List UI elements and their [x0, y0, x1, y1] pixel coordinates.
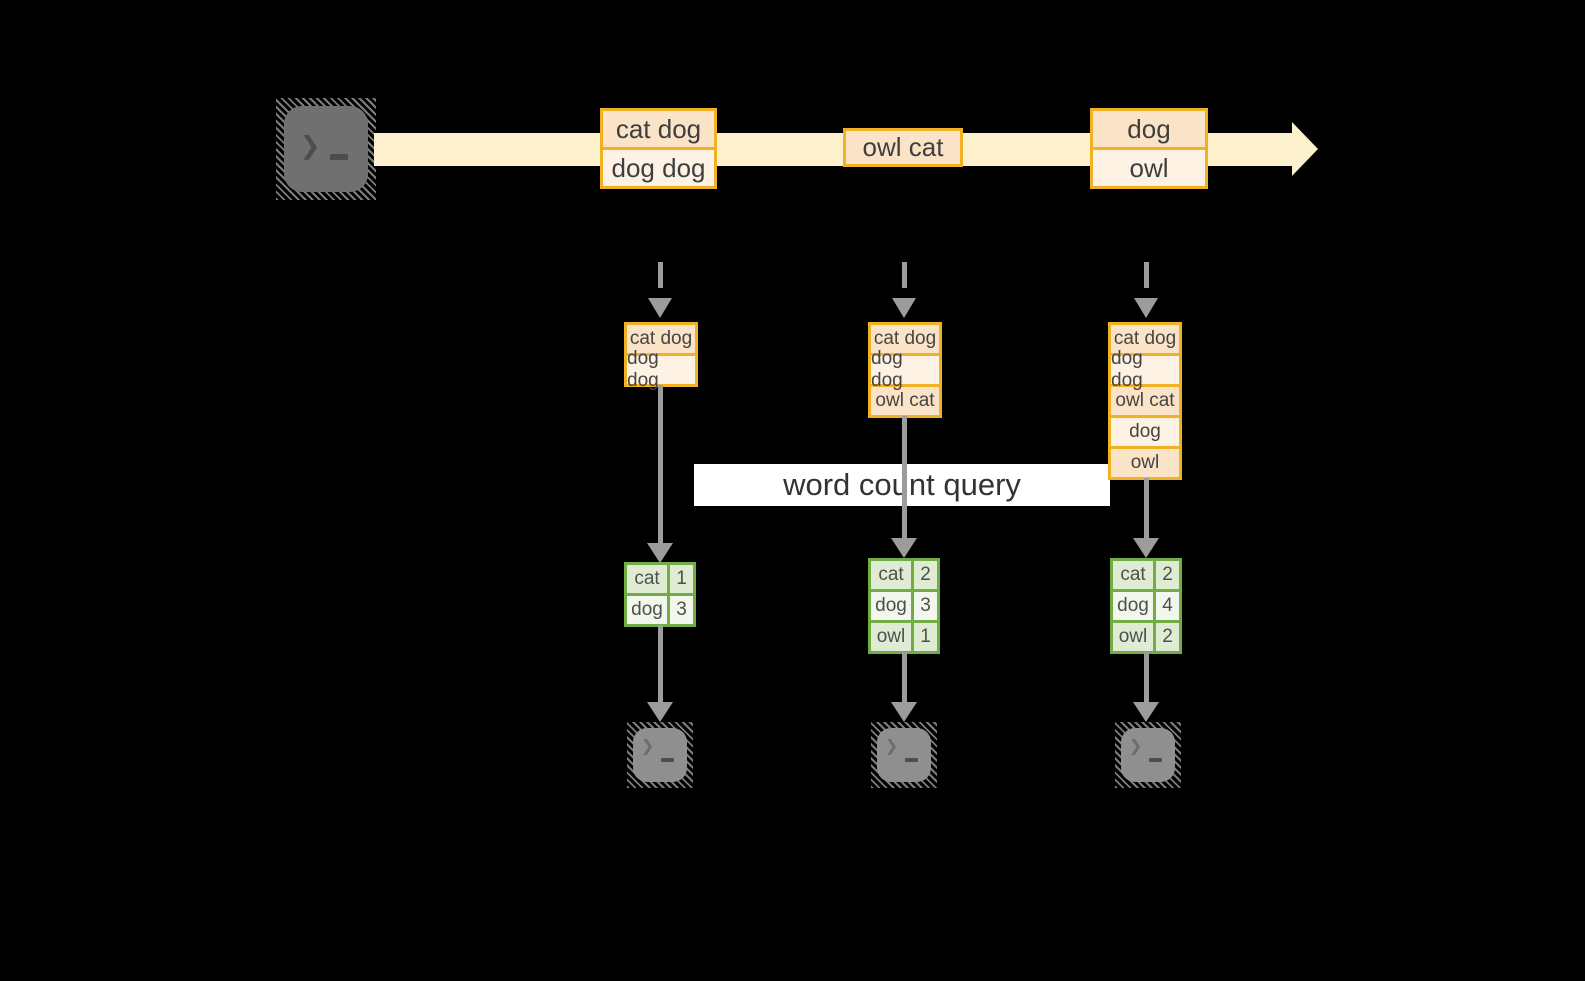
terminal-cursor-icon	[905, 758, 918, 762]
consumer-1-count-table: cat 1 dog 3	[624, 562, 696, 627]
output-terminal-icon: ❯	[627, 722, 693, 788]
buffer-row: owl cat	[871, 384, 939, 415]
word-cell: owl	[1113, 623, 1156, 651]
table-row: owl 2	[1113, 620, 1179, 651]
dashed-arrowhead-icon	[1134, 298, 1158, 318]
arrowhead-icon	[647, 543, 673, 563]
output-terminal-icon: ❯	[871, 722, 937, 788]
arrowhead-icon	[891, 538, 917, 558]
table-row: dog 3	[627, 593, 693, 624]
consumer-3-count-table: cat 2 dog 4 owl 2	[1110, 558, 1182, 654]
terminal-body: ❯	[1121, 728, 1175, 782]
dashed-arrowhead-icon	[648, 298, 672, 318]
count-cell: 2	[1156, 561, 1179, 589]
record-row: owl cat	[846, 131, 960, 164]
count-cell: 2	[1156, 623, 1179, 651]
buffer-row: dog	[1111, 415, 1179, 446]
buffer-row: owl	[1111, 446, 1179, 477]
terminal-prompt-icon: ❯	[885, 734, 899, 759]
producer-terminal-icon: ❯	[276, 98, 376, 200]
count-cell: 2	[914, 561, 937, 589]
terminal-cursor-icon	[330, 154, 348, 160]
dashed-arrow-shaft	[658, 262, 663, 288]
record-row: dog dog	[603, 147, 714, 186]
arrowhead-icon	[1133, 702, 1159, 722]
word-cell: cat	[1113, 561, 1156, 589]
dashed-arrowhead-icon	[892, 298, 916, 318]
table-row: dog 3	[871, 589, 937, 620]
output-terminal-icon: ❯	[1115, 722, 1181, 788]
count-cell: 1	[914, 623, 937, 651]
stream-record-3: dog owl	[1090, 108, 1208, 189]
terminal-body: ❯	[877, 728, 931, 782]
table-row: cat 1	[627, 565, 693, 593]
arrow-shaft	[902, 416, 907, 538]
count-cell: 1	[670, 565, 693, 593]
buffer-row: dog dog	[627, 348, 695, 391]
consumer-2-buffer: cat dog dog dog owl cat	[868, 322, 942, 418]
table-row: dog 4	[1113, 589, 1179, 620]
count-cell: 4	[1156, 592, 1179, 620]
record-row: owl	[1093, 147, 1205, 186]
consumer-1-buffer: cat dog dog dog	[624, 322, 698, 391]
consumer-3-buffer: cat dog dog dog owl cat dog owl	[1108, 322, 1182, 480]
word-cell: cat	[871, 561, 914, 589]
record-row: dog	[1093, 111, 1205, 147]
record-row: cat dog	[603, 111, 714, 147]
buffer-row: cat dog	[871, 325, 939, 353]
dashed-arrow-shaft	[902, 262, 907, 288]
word-cell: cat	[627, 565, 670, 593]
arrow-shaft	[1144, 652, 1149, 702]
arrowhead-icon	[1133, 538, 1159, 558]
buffer-row: cat dog	[627, 325, 695, 353]
terminal-cursor-icon	[1149, 758, 1162, 762]
word-cell: dog	[1113, 592, 1156, 620]
arrow-shaft	[658, 625, 663, 702]
word-cell: owl	[871, 623, 914, 651]
table-row: cat 2	[871, 561, 937, 589]
arrow-shaft	[658, 385, 663, 543]
terminal-cursor-icon	[661, 758, 674, 762]
count-cell: 3	[914, 592, 937, 620]
count-cell: 3	[670, 596, 693, 624]
table-row: owl 1	[871, 620, 937, 651]
terminal-body: ❯	[284, 106, 368, 192]
buffer-row: owl cat	[1111, 384, 1179, 415]
terminal-prompt-icon: ❯	[300, 126, 321, 166]
dashed-arrow-shaft	[1144, 262, 1149, 288]
buffer-row: dog dog	[871, 348, 939, 391]
arrowhead-icon	[891, 702, 917, 722]
word-cell: dog	[871, 592, 914, 620]
buffer-row: cat dog	[1111, 325, 1179, 353]
consumer-2-count-table: cat 2 dog 3 owl 1	[868, 558, 940, 654]
arrow-shaft	[902, 652, 907, 702]
table-row: cat 2	[1113, 561, 1179, 589]
terminal-prompt-icon: ❯	[1129, 734, 1143, 759]
word-cell: dog	[627, 596, 670, 624]
terminal-prompt-icon: ❯	[641, 734, 655, 759]
terminal-body: ❯	[633, 728, 687, 782]
arrow-shaft	[1144, 478, 1149, 538]
stream-record-2: owl cat	[843, 128, 963, 167]
stream-arrowhead-icon	[1292, 122, 1318, 176]
buffer-row: dog dog	[1111, 348, 1179, 391]
stream-record-1: cat dog dog dog	[600, 108, 717, 189]
arrowhead-icon	[647, 702, 673, 722]
